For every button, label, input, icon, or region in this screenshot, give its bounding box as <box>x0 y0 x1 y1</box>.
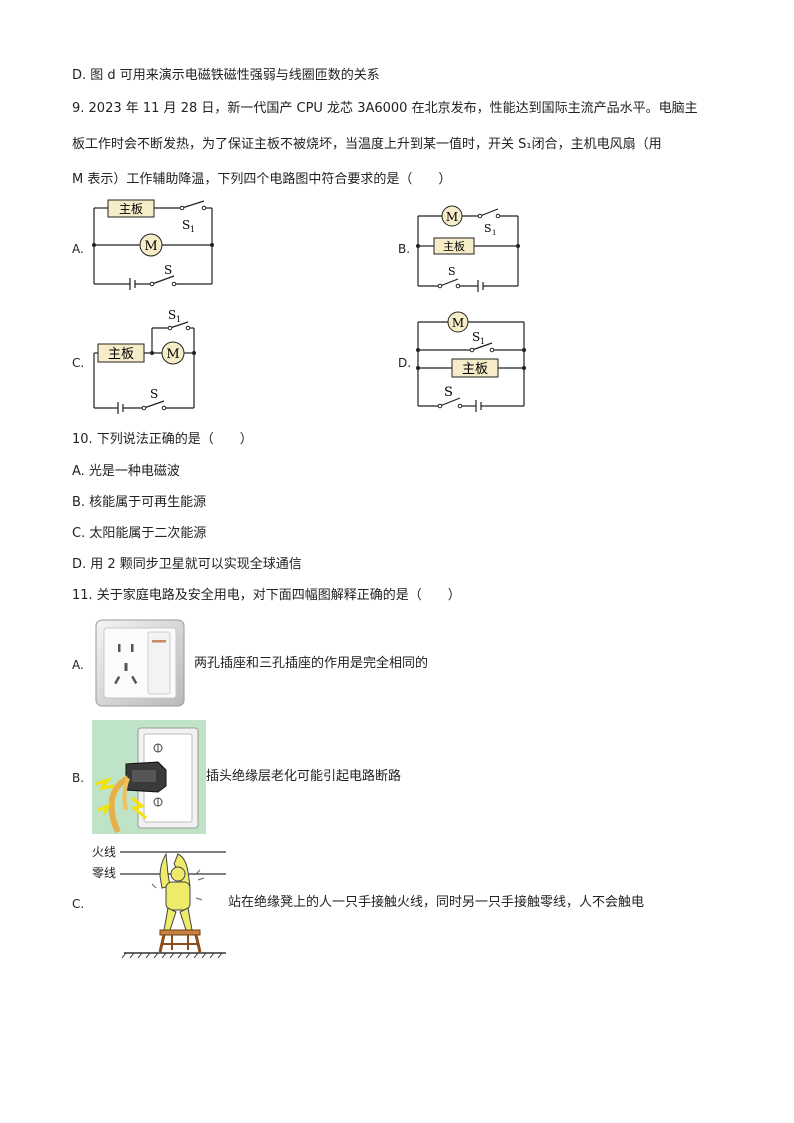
svg-text:S: S <box>168 308 176 322</box>
q10-stem: 10. 下列说法正确的是（ ） <box>72 432 253 447</box>
q10-option-a: A. 光是一种电磁波 <box>72 464 180 479</box>
svg-text:1: 1 <box>190 225 195 234</box>
q9-option-b-label: B. <box>398 242 411 256</box>
neutral-wire-label: 零线 <box>92 866 117 880</box>
q10-option-b: B. 核能属于可再生能源 <box>72 495 207 510</box>
q9-option-c-label: C. <box>72 356 85 370</box>
q11-option-c-label: C. <box>72 897 85 911</box>
svg-text:S: S <box>484 222 492 235</box>
circuit-diagram-c: 主板 M S 1 S <box>93 308 196 414</box>
circuit-diagram-b: M 主板 S 1 S <box>416 205 520 292</box>
svg-text:1: 1 <box>176 315 181 324</box>
svg-text:S: S <box>150 387 158 401</box>
svg-text:主板: 主板 <box>443 239 465 253</box>
circuit-diagram-d: M 主板 S 1 S <box>416 311 526 412</box>
q11-option-a-text: 两孔插座和三孔插座的作用是完全相同的 <box>194 656 429 671</box>
svg-text:S: S <box>444 385 453 400</box>
live-wire-label: 火线 <box>92 845 117 859</box>
q9-stem-line3: M 表示）工作辅助降温，下列四个电路图中符合要求的是（ ） <box>72 172 452 187</box>
q11-option-c-text: 站在绝缘凳上的人一只手接触火线，同时另一只手接触零线，人不会触电 <box>228 895 645 910</box>
svg-text:M: M <box>446 210 458 224</box>
q8-option-d: D. 图 d 可用来演示电磁铁磁性强弱与线圈匝数的关系 <box>72 68 380 83</box>
svg-text:M: M <box>452 316 464 330</box>
svg-text:S: S <box>182 218 190 232</box>
q9-option-a-label: A. <box>72 242 84 256</box>
q11-stem: 11. 关于家庭电路及安全用电，对下面四幅图解释正确的是（ ） <box>72 588 461 603</box>
svg-text:主板: 主板 <box>462 362 488 377</box>
q9-stem-line2: 板工作时会不断发热，为了保证主板不被烧坏，当温度上升到某一值时，开关 S₁闭合，… <box>72 137 662 152</box>
q11-option-b-label: B. <box>72 771 85 785</box>
wall-socket-image <box>95 619 185 707</box>
q10-option-d: D. 用 2 颗同步卫星就可以实现全球通信 <box>72 557 302 572</box>
person-on-insulated-stool-image <box>120 851 226 959</box>
svg-text:S: S <box>448 265 456 278</box>
svg-text:M: M <box>144 239 157 254</box>
circuit-a-mainboard-text: 主板 <box>119 202 143 216</box>
q11-option-b-text: 插头绝缘层老化可能引起电路断路 <box>206 769 402 784</box>
circuit-diagram-a: 主板 M S 1 S <box>92 199 214 290</box>
svg-text:M: M <box>166 347 179 362</box>
q9-stem-line1: 9. 2023 年 11 月 28 日，新一代国产 CPU 龙芯 3A6000 … <box>72 101 698 116</box>
svg-text:S: S <box>472 330 480 344</box>
svg-text:S: S <box>164 263 172 277</box>
svg-text:1: 1 <box>492 229 496 237</box>
svg-text:主板: 主板 <box>108 347 134 362</box>
aged-plug-image <box>92 720 206 834</box>
q11-option-a-label: A. <box>72 658 84 672</box>
q9-option-d-label: D. <box>398 356 412 370</box>
svg-text:1: 1 <box>480 337 485 346</box>
q10-option-c: C. 太阳能属于二次能源 <box>72 526 207 541</box>
